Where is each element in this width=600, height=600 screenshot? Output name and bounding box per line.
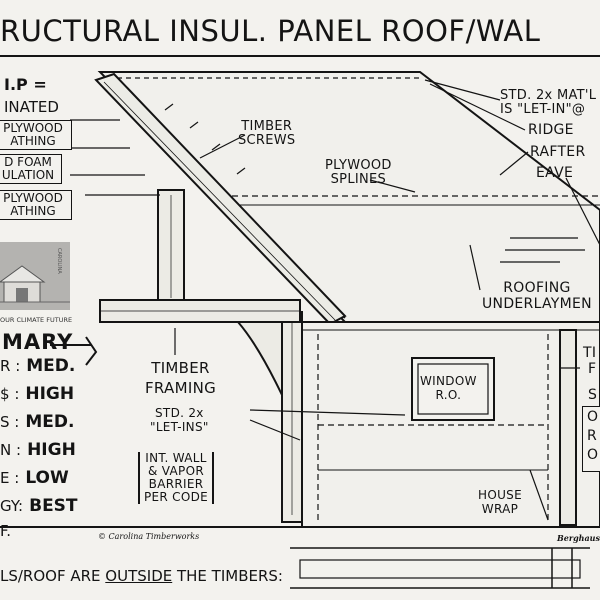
summary-heading: MARY	[2, 330, 74, 354]
thumbnail-side-text: CAROLINA	[56, 248, 62, 274]
credit-right: Berghaus	[557, 533, 600, 543]
bottom-note: LS/ROOF ARE OUTSIDE THE TIMBERS:	[0, 567, 283, 585]
callout-right-s: S	[588, 387, 598, 403]
callout-plywood-splines: PLYWOOD SPLINES	[325, 158, 392, 187]
callout-std-material: STD. 2x MAT'L IS "LET-IN"@	[500, 88, 597, 117]
callout-std-let-ins: STD. 2x "LET-INS"	[150, 406, 209, 434]
callout-window-ro: WINDOW R.O.	[420, 374, 477, 402]
credit-left: © Carolina Timberworks	[98, 532, 200, 541]
legend-layer-foam-insulation: D FOAM ULATION	[0, 154, 62, 184]
callout-eave: EAVE	[536, 165, 574, 181]
summary-row: E :LOW	[0, 468, 69, 488]
summary-row: R :MED.	[0, 356, 76, 376]
summary-arrow	[50, 336, 98, 366]
callout-ridge: RIDGE	[528, 122, 574, 138]
thumbnail-image	[0, 242, 70, 310]
callout-rafter: RAFTER	[530, 144, 586, 160]
diagram-title: RUCTURAL INSUL. PANEL ROOF/WAL	[0, 14, 541, 48]
legend-subheader: INATED	[4, 98, 59, 116]
title-rule	[0, 55, 600, 57]
callout-roofing-underlayment: ROOFING UNDERLAYMEN	[482, 280, 592, 312]
rafter-timber	[94, 72, 347, 326]
callout-right-box: O R O	[582, 406, 600, 472]
legend-layer-inner-sheathing: PLYWOOD ATHING	[0, 190, 72, 220]
legend-layer-outer-sheathing: PLYWOOD ATHING	[0, 120, 72, 150]
callout-right-ti: TI	[583, 345, 597, 361]
knee-brace	[235, 321, 283, 396]
callout-house-wrap: HOUSE WRAP	[478, 488, 522, 516]
callout-int-wall-vapor-barrier: INT. WALL & VAPOR BARRIER PER CODE	[138, 452, 215, 504]
summary-row: S :MED.	[0, 412, 75, 432]
thumbnail-caption: OUR CLIMATE FUTURE	[0, 316, 73, 324]
summary-table: R :MED. $ :HIGH S :MED. N :HIGH E :LOW G…	[0, 356, 78, 540]
callout-timber-screws: TIMBER SCREWS	[238, 119, 296, 148]
callout-right-f: F	[588, 361, 597, 377]
summary-row: GY:BEST	[0, 496, 78, 516]
window-rough-opening	[411, 357, 495, 421]
summary-row: $ :HIGH	[0, 384, 75, 404]
summary-row: N :HIGH	[0, 440, 76, 460]
legend-header: I.P =	[4, 75, 47, 94]
summary-tail: F.	[0, 522, 11, 540]
barn-icon	[0, 265, 70, 303]
callout-timber-framing: TIMBER FRAMING	[145, 359, 217, 397]
